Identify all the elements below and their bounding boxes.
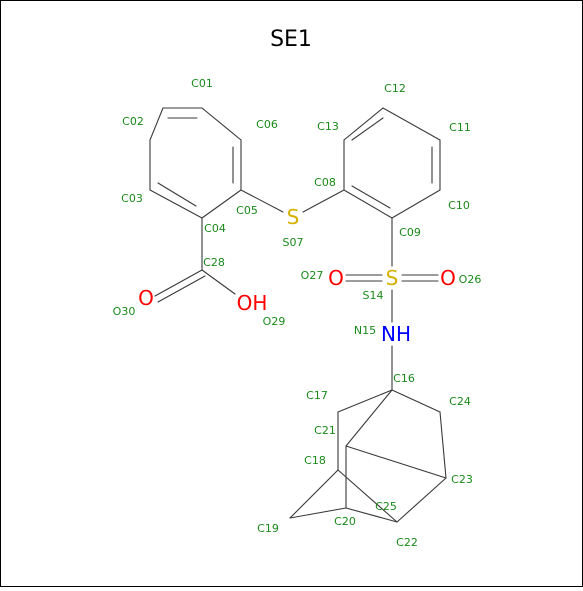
atom-label-c08: C08: [314, 176, 336, 189]
bond-c18-c22: [337, 469, 398, 523]
atom-label-c28: C28: [203, 256, 225, 269]
atom-label-c06: C06: [256, 118, 278, 131]
atom-label-c16: C16: [393, 372, 415, 385]
atom-label-n15: N15: [354, 324, 376, 337]
atom-label-c17: C17: [306, 389, 328, 402]
bond-c16-c24: [391, 389, 441, 413]
bond-c04-c03: [149, 189, 203, 219]
atom-label-c23: C23: [451, 473, 473, 486]
atom-symbol-o26: O: [440, 266, 456, 290]
atom-label-o27: O27: [301, 269, 324, 282]
atom-label-c02: C02: [122, 115, 144, 128]
atom-label-c18: C18: [304, 454, 326, 467]
bond-c16-c21: [345, 389, 393, 447]
atom-symbol-s14: S: [386, 266, 399, 290]
atom-label-c13: C13: [317, 120, 339, 133]
atom-label-c25: C25: [375, 500, 397, 513]
bond-c05-s07: [240, 189, 284, 213]
atom-label-c21: C21: [314, 424, 336, 437]
bond-c24-c23: [439, 411, 447, 479]
molecule-title: SE1: [270, 27, 312, 52]
atom-symbol-s07: S: [287, 205, 300, 229]
atom-label-c01: C01: [191, 77, 213, 90]
atom-label-c24: C24: [449, 395, 471, 408]
bond-inner-6: [351, 185, 391, 209]
bond-c10-c09: [391, 189, 441, 219]
atom-label-c11: C11: [449, 121, 471, 134]
bond-c25-c22: [345, 507, 398, 523]
atom-label-o26: O26: [459, 273, 482, 286]
bond-c13-c12: [343, 107, 384, 141]
bond-inner-3: [157, 182, 197, 207]
atom-label-s14: S14: [363, 289, 384, 302]
atom-label-c09: C09: [399, 226, 421, 239]
bond-c28-o29: [201, 269, 236, 295]
atom-symbol-o30: O: [138, 286, 154, 310]
bond-s07-c08: [302, 189, 345, 213]
atom-label-o29: O29: [263, 315, 286, 328]
atom-label-s07: S07: [283, 236, 304, 249]
bond-c19-c20: [289, 507, 347, 519]
atom-label-c03: C03: [121, 192, 143, 205]
bond-inner-4: [351, 117, 384, 141]
atom-label-c22: C22: [396, 536, 418, 549]
atom-symbol-o29: OH: [237, 291, 268, 315]
bond-c02-c01a: [149, 107, 164, 141]
atom-label-o30: O30: [113, 305, 136, 318]
bonds: [149, 107, 447, 523]
atom-label-c04: C04: [204, 222, 226, 235]
atom-symbol-n15: NH: [381, 322, 411, 346]
atom-label-c12: C12: [384, 82, 406, 95]
bond-c18-c19: [289, 469, 339, 519]
atom-label-c20: C20: [334, 515, 356, 528]
bond-c05-c04: [201, 189, 242, 219]
bond-c09-c08: [343, 189, 393, 219]
bond-c22-c23: [396, 477, 447, 523]
bond-c16-c17: [337, 389, 393, 413]
bond-c12-c11: [382, 107, 441, 141]
bond-c28-o30a: [154, 269, 203, 297]
bond-c28-o30b: [157, 275, 206, 303]
bond-c21-c23: [345, 445, 447, 479]
atom-symbol-o27: O: [328, 266, 344, 290]
atom-label-c19: C19: [257, 522, 279, 535]
bond-c01-c06: [201, 107, 242, 141]
atom-label-c05: C05: [236, 204, 258, 217]
atom-label-c10: C10: [448, 199, 470, 212]
